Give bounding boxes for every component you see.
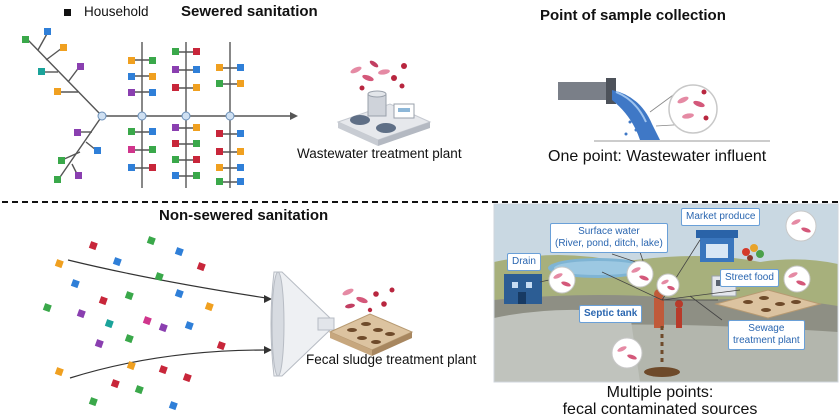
callout-surface-water: Surface water (River, pond, ditch, lake)	[550, 223, 668, 253]
collection-title: Point of sample collection	[540, 7, 726, 24]
multiple-points-line1: Multiple points:	[606, 384, 714, 401]
household-marker-icon	[64, 9, 71, 16]
bacteria-magnifier-icons	[548, 210, 817, 369]
wastewater-plant-label: Wastewater treatment plant	[297, 146, 462, 161]
sewage-line1: Sewage	[748, 323, 785, 334]
surface-water-line2: (River, pond, ditch, lake)	[555, 238, 663, 249]
sewage-line2: treatment plant	[733, 335, 800, 346]
funnel-icon	[270, 271, 335, 377]
influent-label: One point: Wastewater influent	[548, 148, 767, 165]
surface-water-line1: Surface water	[578, 226, 640, 237]
multiple-points-line2: fecal contaminated sources	[562, 401, 758, 418]
fecal-sludge-plant-label: Fecal sludge treatment plant	[306, 352, 477, 367]
legend: Household	[64, 4, 194, 22]
callout-drain: Drain	[507, 253, 541, 271]
sewered-title: Sewered sanitation	[181, 3, 318, 20]
callout-sewage-plant: Sewage treatment plant	[728, 320, 805, 350]
legend-household-label: Household	[84, 4, 149, 19]
callout-septic-tank: Septic tank	[579, 305, 643, 323]
non-sewered-title: Non-sewered sanitation	[159, 207, 329, 224]
callout-street-food: Street food	[720, 269, 779, 287]
callout-market-produce: Market produce	[681, 208, 761, 226]
